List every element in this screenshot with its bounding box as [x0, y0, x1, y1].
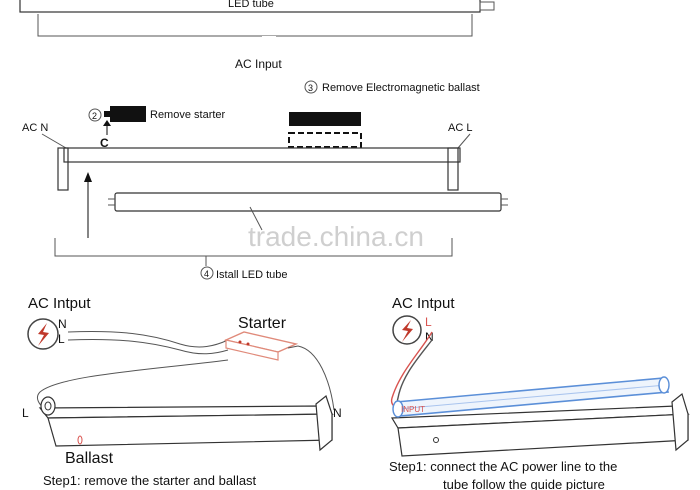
led-tube-label: LED tube	[228, 0, 274, 10]
left-fixture-front	[47, 413, 333, 447]
install-arrow-head	[84, 172, 92, 182]
ac-n-leader	[41, 133, 67, 149]
right-l-label: L	[425, 315, 432, 329]
starter-label: Starter	[238, 315, 287, 332]
left-caption: Step1: remove the starter and ballast	[43, 473, 257, 488]
left-wire-to-n	[297, 345, 335, 411]
step3-number: 3	[308, 83, 313, 93]
right-tube-end-cap	[658, 376, 670, 394]
step3-circle	[304, 80, 318, 94]
ac-n-label: AC N	[22, 122, 48, 134]
ballast-block	[289, 112, 361, 126]
right-wire-n	[396, 339, 433, 408]
left-l-label: L	[58, 332, 65, 346]
left-wire-n	[67, 331, 229, 348]
starter-arrow-head	[103, 120, 111, 126]
ac-l-leader	[457, 133, 471, 149]
new-led-tube	[114, 192, 502, 212]
tube-leader	[249, 206, 263, 231]
step2-label: Remove starter	[150, 109, 226, 121]
left-fixture-right-end	[315, 394, 333, 452]
step4-number: 4	[204, 269, 209, 279]
right-input-label: INPUT	[401, 405, 425, 414]
fixture-left-holder	[57, 147, 69, 191]
left-n-end-label: N	[333, 406, 342, 420]
step4-label: Istall LED tube	[216, 269, 288, 281]
step4-circle	[200, 266, 214, 280]
right-panel: AC Intput L N INPUT Step1: connect the A…	[389, 295, 690, 490]
step2-number: 2	[92, 111, 97, 121]
right-tube-input-cap	[392, 400, 404, 418]
left-ac-input-label: AC Intput	[28, 295, 91, 312]
ballast-removed-outline	[288, 132, 362, 148]
step3-label: Remove Electromagnetic ballast	[322, 82, 480, 94]
right-ac-input-label: AC Intput	[392, 295, 455, 312]
step4-bracket	[54, 238, 453, 257]
ac-input-label: AC Input	[235, 57, 282, 71]
fixture-body	[63, 147, 461, 163]
step2-circle	[88, 108, 102, 122]
fixture-right-holder	[447, 147, 459, 191]
c-label: C	[100, 136, 109, 150]
top-led-tube-pin	[479, 1, 495, 11]
left-wire-l	[67, 338, 229, 355]
left-l-end-label: L	[22, 406, 29, 420]
starter-box-side	[225, 339, 279, 361]
right-caption-line2: tube follow the guide picture	[443, 477, 605, 490]
left-wire-to-l	[37, 359, 229, 409]
ac-l-label: AC L	[448, 122, 472, 134]
watermark: trade.china.cn	[248, 221, 424, 252]
starter-block	[110, 106, 146, 122]
right-caption-line1: Step1: connect the AC power line to the	[389, 459, 617, 474]
ballast-label: Ballast	[65, 450, 114, 467]
left-lightning-icon	[38, 323, 49, 346]
top-diagram: LED tube AC Input 3 Remove Electromagnet…	[19, 0, 508, 281]
left-n-label: N	[58, 317, 67, 331]
ac-input-bracket	[37, 14, 473, 37]
left-panel: AC Intput N L Starter L N Ballast Step1:…	[22, 295, 342, 488]
right-fixture-right-end	[671, 392, 689, 452]
starter-pin	[104, 111, 110, 117]
ballast-marker	[77, 435, 83, 445]
right-lightning-icon	[402, 320, 413, 342]
